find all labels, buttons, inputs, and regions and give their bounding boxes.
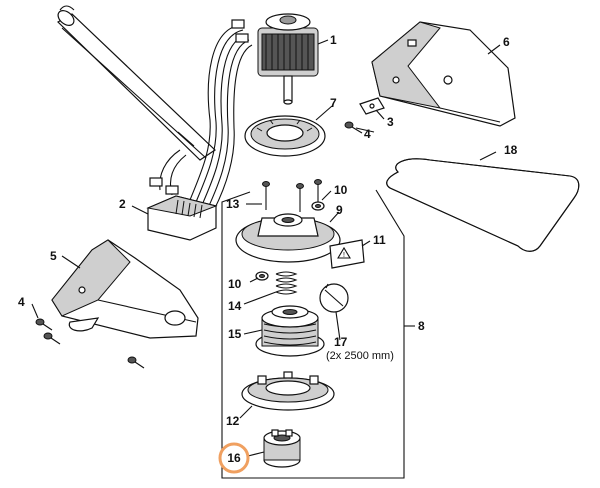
highlight-ring-16[interactable]: [218, 442, 250, 474]
wire-harness: [149, 19, 253, 211]
part-12-cover: [241, 371, 335, 411]
label-2: 2: [119, 197, 126, 211]
part-17-note: (2x 2500 mm): [326, 350, 394, 362]
label-10-lower: 10: [228, 277, 242, 291]
label-11: 11: [373, 233, 386, 247]
svg-text:!: !: [343, 252, 345, 259]
label-13: 13: [226, 197, 240, 211]
label-15: 15: [228, 327, 242, 341]
label-4-top: 4: [364, 127, 371, 141]
part-5-lower-housing: [51, 239, 199, 339]
part-2-control-unit: [146, 195, 218, 241]
part-18-cable: [386, 158, 580, 252]
part-16-eyelet: [263, 429, 301, 468]
label-12: 12: [226, 414, 240, 428]
part-17-trimmer-line: [319, 283, 349, 313]
label-16: 16: [227, 451, 241, 465]
label-14: 14: [228, 299, 242, 313]
label-1: 1: [330, 33, 337, 47]
part-6-top-cover: [371, 21, 516, 127]
part-9-spool-housing: [235, 213, 341, 263]
part-11-warning-label: !: [329, 239, 365, 269]
part-7-ring: [244, 115, 326, 157]
part-10-nut-lower: [255, 271, 269, 281]
label-5: 5: [50, 249, 57, 263]
label-7: 7: [330, 96, 337, 110]
label-10-top: 10: [334, 183, 348, 197]
label-8: 8: [418, 319, 425, 333]
label-17: 17: [334, 335, 348, 349]
part-3-clip: [359, 97, 385, 115]
label-4-lower: 4: [18, 295, 25, 309]
label-9: 9: [336, 203, 343, 217]
screw-4-top: [344, 121, 363, 134]
label-18: 18: [504, 143, 518, 157]
part-14-spring: [275, 271, 298, 295]
part-1-motor: [257, 13, 319, 105]
leader-lines: [31, 39, 501, 457]
part-10-nut-top: [311, 201, 325, 211]
label-3: 3: [387, 115, 394, 129]
screws-4-lower: [35, 318, 145, 369]
label-6: 6: [503, 35, 510, 49]
group-8-bracket: [221, 189, 405, 479]
boom-tube: [57, 5, 216, 161]
part-15-spool: [255, 305, 325, 357]
